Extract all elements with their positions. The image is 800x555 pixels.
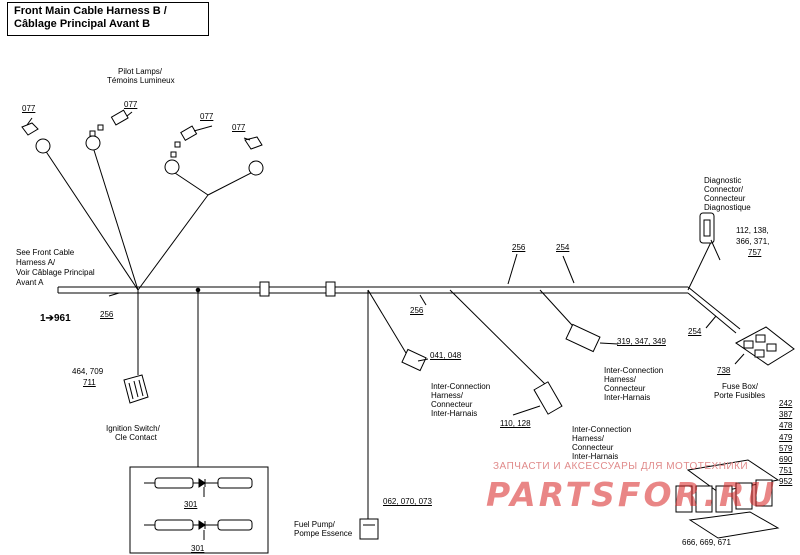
interconn-3-line-2: Harness/ — [604, 375, 637, 384]
ref-711[interactable]: 711 — [83, 378, 96, 387]
fuse-box — [735, 326, 795, 366]
interconn-1-line-1: Inter-Connection — [431, 382, 491, 391]
ref-112-line-3[interactable]: 757 — [748, 248, 762, 257]
ref-077-d[interactable]: 077 — [232, 123, 246, 132]
fuse-box-label-en: Fuse Box/ — [722, 382, 759, 391]
pilot-lamp-branches — [44, 146, 256, 467]
watermark-text: ЗАПЧАСТИ И АКСЕССУАРЫ ДЛЯ МОТОТЕХНИКИ — [493, 461, 749, 472]
title-line-2: Câblage Principal Avant B — [14, 18, 151, 30]
fuse-inset — [129, 466, 269, 554]
ignition-label-en: Ignition Switch/ — [106, 424, 160, 433]
fuse-box-label-fr: Porte Fusibles — [714, 391, 766, 400]
fuel-pump-label-en: Fuel Pump/ — [294, 520, 335, 529]
pilot-lamp-connectors — [21, 109, 264, 176]
interconn-1-line-2: Harness/ — [431, 391, 464, 400]
ref-464-709[interactable]: 464, 709 — [72, 367, 104, 376]
ref-256-left[interactable]: 256 — [100, 310, 114, 319]
fuse-ref-stack: 242 387 478 479 579 690 751 952 — [779, 398, 792, 488]
ref-077-b[interactable]: 077 — [124, 100, 138, 109]
see-front-line-1: See Front Cable — [16, 248, 75, 257]
ref-254-top[interactable]: 254 — [556, 243, 570, 252]
ref-666-669-671[interactable]: 666, 669, 671 — [682, 538, 731, 547]
title-line-1: Front Main Cable Harness B / — [14, 5, 167, 17]
fuse-ref[interactable]: 478 — [779, 421, 793, 431]
ref-077-a[interactable]: 077 — [22, 104, 36, 113]
drawing-code: 1510814b — [0, 7, 2, 34]
interconn-1-line-4: Inter-Harnais — [431, 409, 478, 418]
ignition-label-fr: Cle Contact — [115, 433, 157, 442]
fuse-ref[interactable]: 242 — [779, 399, 793, 408]
fuse-ref[interactable]: 952 — [779, 477, 793, 487]
relay-group — [675, 459, 780, 539]
pilot-lamps-label-fr: Témoins Lumineux — [107, 76, 175, 85]
fuse-ref[interactable]: 751 — [779, 466, 793, 476]
fuse-ref[interactable]: 579 — [779, 443, 793, 453]
interconn-3-line-4: Inter-Harnais — [604, 393, 651, 402]
ref-256-mid[interactable]: 256 — [410, 306, 424, 315]
ref-301-a[interactable]: 301 — [184, 500, 198, 509]
fuse-ref[interactable]: 387 — [779, 410, 793, 420]
ref-301-b[interactable]: 301 — [191, 544, 205, 553]
pilot-lamps-label-en: Pilot Lamps/ — [118, 67, 163, 76]
main-trunk — [57, 281, 741, 334]
see-front-line-3: Voir Câblage Principal — [16, 268, 95, 277]
ignition-connector — [123, 374, 149, 404]
ref-112-line-2[interactable]: 366, 371, — [736, 237, 770, 246]
fuel-pump-label-fr: Pompe Essence — [294, 529, 353, 538]
interconn-2-line-3: Connecteur — [572, 443, 614, 452]
interconn-2-line-4: Inter-Harnais — [572, 452, 619, 461]
see-front-line-4: Avant A — [16, 278, 44, 287]
fuse-ref[interactable]: 479 — [779, 432, 793, 442]
diagnostic-line-3: Connecteur — [704, 194, 746, 203]
diagram-title: Front Main Cable Harness B / Câblage Pri… — [7, 2, 209, 36]
right-branches — [367, 239, 713, 520]
ref-738[interactable]: 738 — [717, 366, 731, 375]
diagnostic-line-4: Diagnostique — [704, 203, 751, 212]
ref-077-c[interactable]: 077 — [200, 112, 214, 121]
ref-319-347-349[interactable]: 319, 347, 349 — [617, 337, 666, 346]
ref-110-128[interactable]: 110, 128 — [500, 419, 531, 428]
watermark-logo: PARTSFOR.RU — [486, 475, 778, 514]
ref-062-070-073[interactable]: 062, 070, 073 — [383, 497, 432, 506]
interconn-1-line-3: Connecteur — [431, 400, 473, 409]
ref-254-right[interactable]: 254 — [688, 327, 702, 336]
interconn-3-line-3: Connecteur — [604, 384, 646, 393]
leader-lines — [26, 111, 745, 416]
interconn-2-line-1: Inter-Connection — [572, 425, 632, 434]
ref-256-top[interactable]: 256 — [512, 243, 526, 252]
ref-041-048[interactable]: 041, 048 — [430, 351, 462, 360]
diagnostic-line-1: Diagnostic — [704, 176, 742, 185]
interconn-3-line-1: Inter-Connection — [604, 366, 664, 375]
branch-connectors — [359, 212, 715, 540]
interconn-2-line-2: Harness/ — [572, 434, 605, 443]
fuse-ref[interactable]: 690 — [779, 455, 793, 465]
ref-112-line-1[interactable]: 112, 138, — [736, 226, 769, 235]
page-ref-961[interactable]: 1➔961 — [40, 313, 71, 324]
see-front-line-2: Harness A/ — [16, 258, 56, 267]
diagnostic-line-2: Connector/ — [704, 185, 744, 194]
